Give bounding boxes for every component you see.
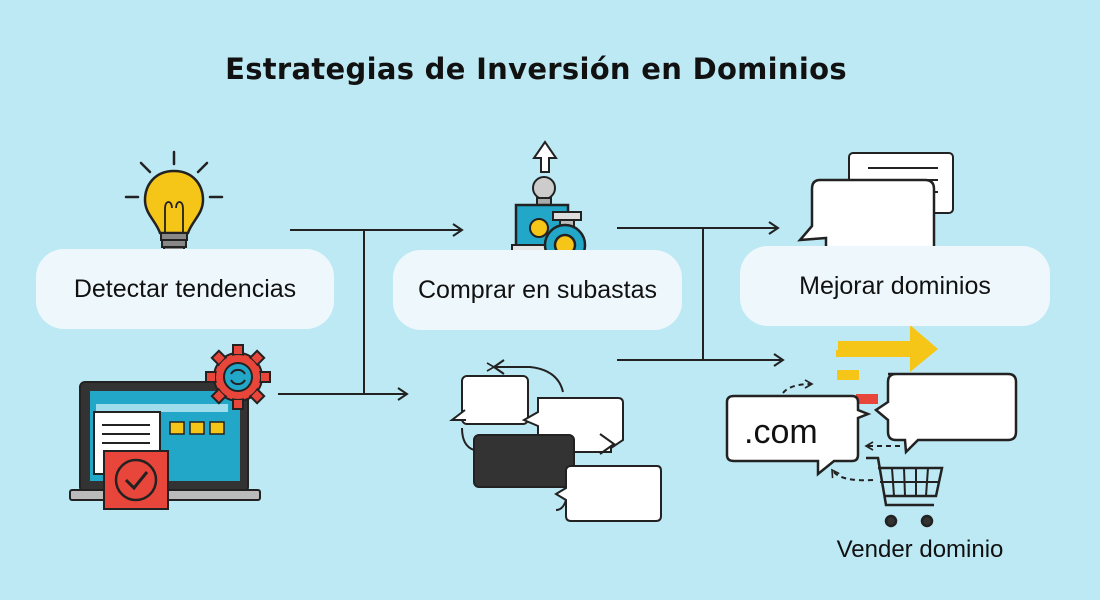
connector-left [278, 223, 464, 401]
message-exchange-icon [449, 359, 662, 522]
page-title: Estrategias de Inversión en Dominios [225, 52, 847, 86]
step-comprar-en-subastas: Comprar en subastas [393, 250, 682, 330]
connector-right [617, 221, 785, 367]
domain-sale-icon: .com [725, 325, 1018, 482]
step-detectar-tendencias: Detectar tendencias [36, 249, 334, 329]
step-vender-dominio: Vender dominio [836, 536, 1004, 563]
shopping-cart-icon [866, 456, 944, 528]
domain-bubble-text: .com [744, 413, 818, 451]
lightbulb-icon [124, 150, 224, 262]
laptop-gear-icon [69, 344, 271, 510]
auction-stamp-icon [511, 140, 587, 267]
chat-bubbles-icon [797, 152, 954, 257]
step-mejorar-dominios: Mejorar dominios [740, 246, 1050, 326]
